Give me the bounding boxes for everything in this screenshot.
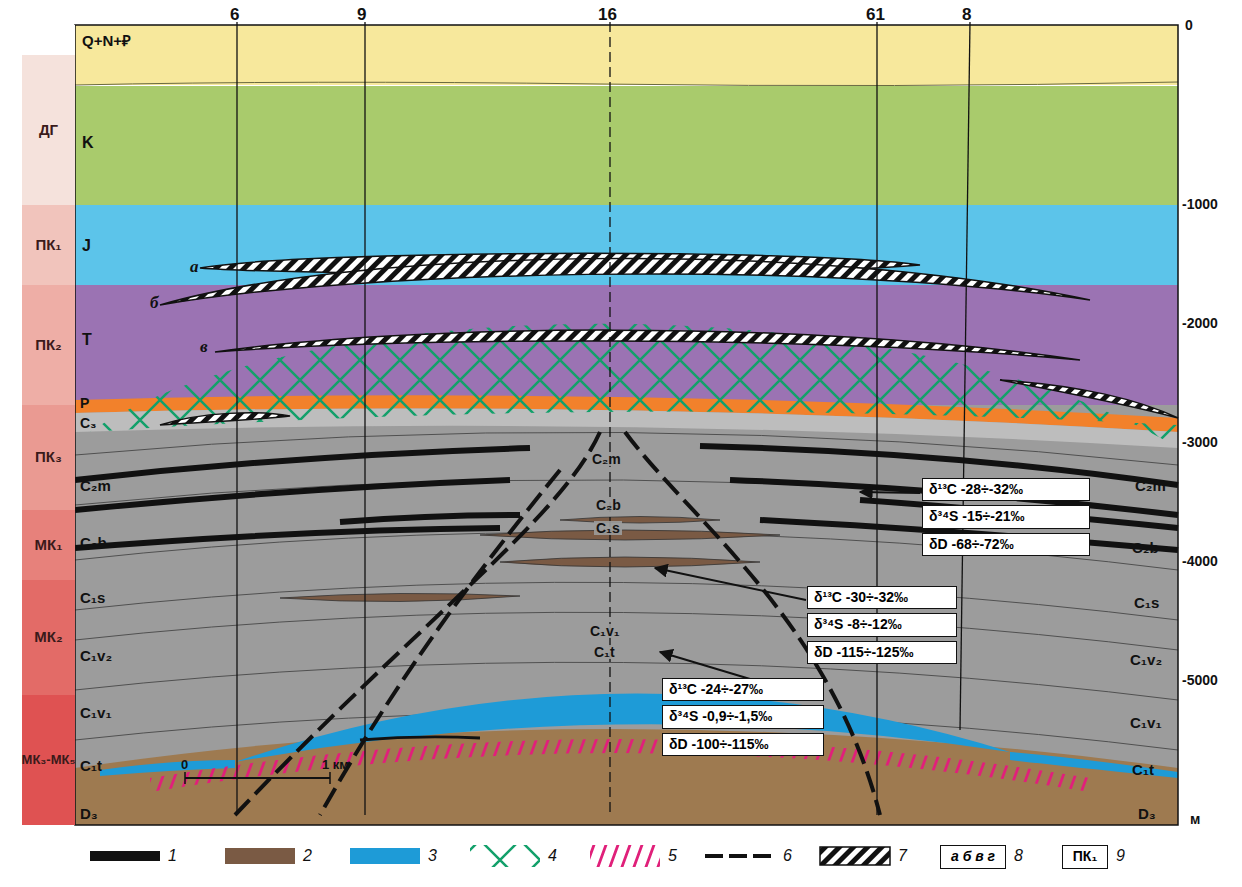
strata-index: C₁v₁ — [1130, 715, 1162, 730]
strata-index: K — [82, 135, 94, 151]
strata-index: D₃ — [80, 806, 98, 821]
strata-index: C₁v₂ — [1130, 652, 1162, 667]
stage-band: ПК₃ — [22, 405, 75, 510]
strata-index: C₂m — [590, 452, 623, 466]
depth-mark: -4000 — [1182, 554, 1218, 568]
legend-number: 8 — [1014, 848, 1023, 864]
lens-letter: в — [200, 338, 208, 355]
node-text: ПК₁ — [35, 237, 61, 254]
legend-sample-box: а б в г — [940, 845, 1006, 869]
node-text: δD -68÷-72‰ — [922, 533, 1090, 556]
strata-index: C₂b — [594, 498, 623, 512]
node-text: МК₃-МК₅ — [22, 753, 76, 767]
node-text: а б в г — [951, 849, 995, 864]
strata-index: C₁s — [1134, 595, 1159, 610]
node-text: δ³⁴S -8÷-12‰ — [807, 613, 957, 636]
node-text: ДГ — [39, 122, 58, 139]
legend-number: 6 — [783, 848, 792, 864]
legend-swatch — [90, 851, 160, 861]
lens-letter: а — [190, 258, 199, 275]
isotope-box: δ¹³C -28÷-32‰ δ³⁴S -15÷-21‰ δD -68÷-72‰ — [922, 476, 1090, 558]
depth-mark: -2000 — [1182, 316, 1218, 330]
well-number: 9 — [357, 6, 366, 23]
depth-mark: 0 — [1185, 18, 1193, 32]
strata-index: C₂b — [1132, 540, 1159, 555]
strata-index: J — [82, 238, 91, 254]
node-text: δ¹³C -30÷-32‰ — [807, 586, 957, 609]
stage-band: ПК₁ — [22, 205, 75, 285]
isotope-box: δ¹³C -24÷-27‰ δ³⁴S -0,9÷-1,5‰ δD -100÷-115… — [662, 676, 824, 758]
legend-number: 4 — [548, 848, 557, 864]
node-text: δ¹³C -28÷-32‰ — [922, 478, 1090, 501]
legend-swatch — [225, 848, 295, 864]
node-text: δ³⁴S -15÷-21‰ — [922, 505, 1090, 528]
strata-index: C₁v₂ — [80, 648, 112, 663]
strata-index: P — [80, 396, 89, 410]
well-number: 61 — [866, 6, 885, 23]
strata-index: 1 км — [322, 758, 349, 771]
node-text: ПК₃ — [35, 449, 62, 466]
strata-index: C₁s — [80, 590, 105, 605]
strata-index: C₂m — [1135, 478, 1166, 493]
strata-index: C₁s — [594, 521, 622, 535]
strata-index: 0 — [181, 758, 188, 771]
node-text: δD -115÷-125‰ — [807, 641, 957, 664]
strata-index: C₁v₁ — [80, 705, 112, 720]
strata-index: C₁v₁ — [588, 624, 621, 638]
strata-index: T — [82, 332, 92, 348]
stage-band: МК₃-МК₅ — [22, 695, 75, 825]
depth-mark: -5000 — [1182, 673, 1218, 687]
lens-letter: б — [150, 294, 158, 311]
strata-index: C₂m — [80, 478, 111, 493]
depth-mark: -1000 — [1182, 197, 1218, 211]
legend-swatch — [350, 848, 420, 864]
legend-number: 7 — [898, 848, 907, 864]
stage-band: МК₂ — [22, 580, 75, 695]
strata-index: Q+N+₽ — [82, 33, 131, 48]
node-text: δ³⁴S -0,9÷-1,5‰ — [662, 705, 824, 728]
strata-index: C₁t — [592, 645, 617, 659]
strata-index: C₁t — [80, 758, 102, 773]
depth-mark: м — [1190, 812, 1200, 826]
depth-mark: -3000 — [1182, 435, 1218, 449]
stage-band: МК₁ — [22, 510, 75, 580]
well-number: 16 — [598, 6, 617, 23]
node-text: МК₁ — [35, 537, 63, 554]
node-text: ПК₂ — [35, 337, 62, 354]
node-text: δ¹³C -24÷-27‰ — [662, 678, 824, 701]
legend-number: 5 — [668, 848, 677, 864]
well-number: 8 — [962, 6, 971, 23]
legend-number: 3 — [428, 848, 437, 864]
strata-index: C₃ — [80, 416, 97, 430]
legend-number: 1 — [168, 848, 177, 864]
strata-index: C₁t — [1132, 762, 1154, 777]
stage-band: ДГ — [22, 55, 75, 205]
stage-band: ПК₂ — [22, 285, 75, 405]
legend-number: 2 — [303, 848, 312, 864]
strata-index: C₂b — [80, 535, 107, 550]
well-number: 6 — [230, 6, 239, 23]
legend-number: 9 — [1116, 848, 1125, 864]
strata-index: D₃ — [1138, 806, 1156, 821]
node-text: МК₂ — [34, 629, 62, 646]
isotope-box: δ¹³C -30÷-32‰ δ³⁴S -8÷-12‰ δD -115÷-125‰ — [807, 584, 957, 666]
legend-sample-box: ПК₁ — [1062, 845, 1108, 869]
node-text: ПК₁ — [1073, 849, 1097, 864]
node-text: δD -100÷-115‰ — [662, 733, 824, 756]
